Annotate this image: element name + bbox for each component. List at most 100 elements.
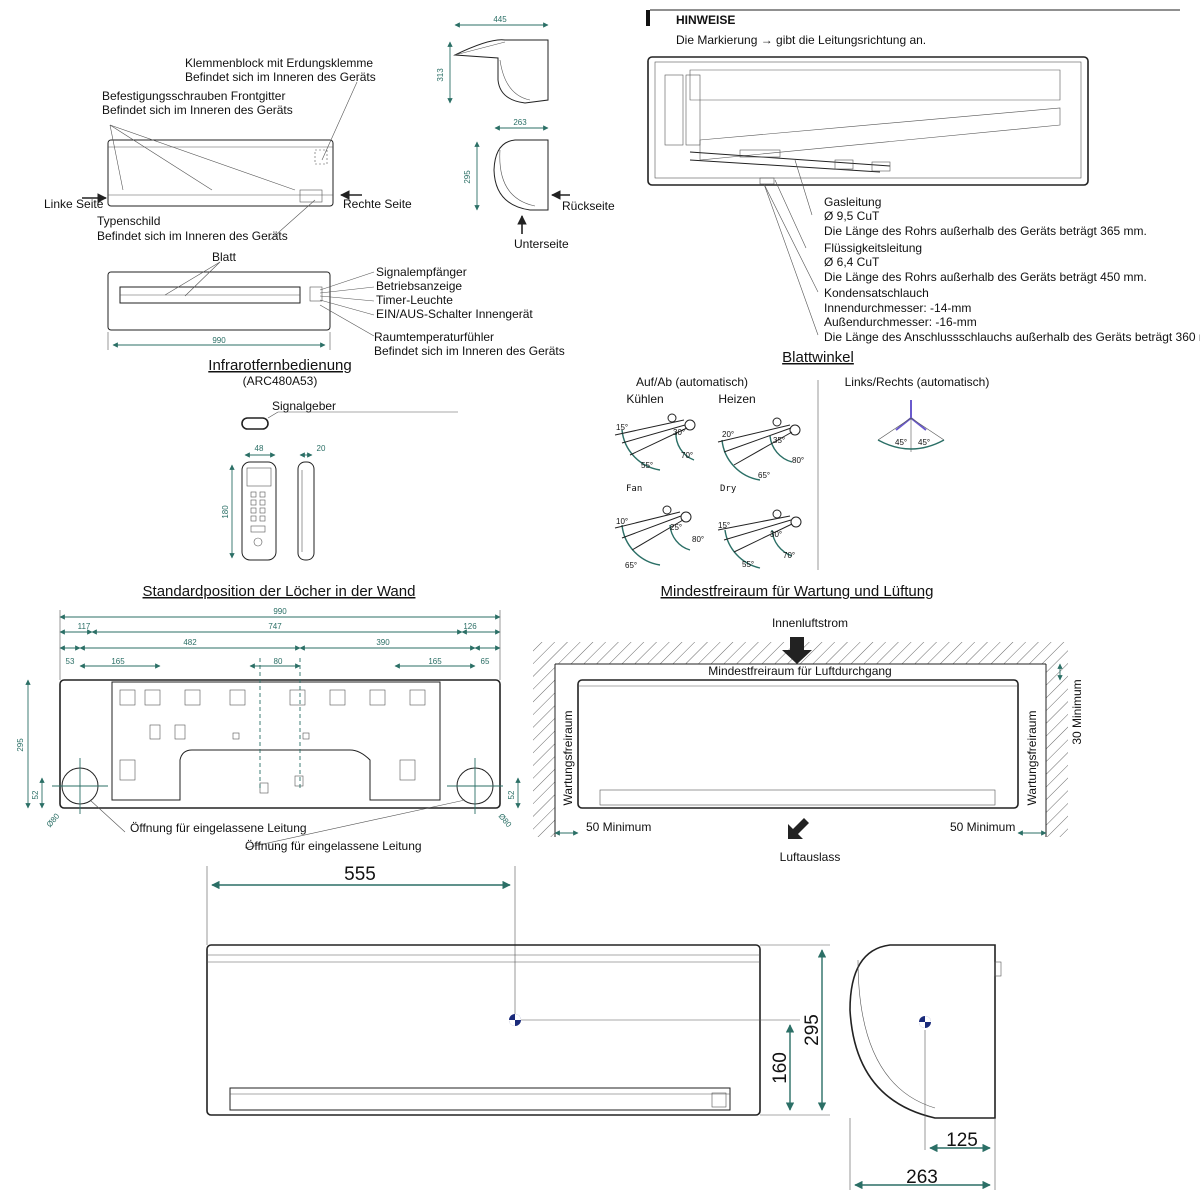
cool-angle-c: 55° — [641, 461, 653, 470]
dim-165-left: 165 — [111, 657, 125, 666]
label-blade: Blatt — [212, 250, 237, 264]
unit-side-view-bottom — [474, 125, 570, 234]
dim-747: 747 — [268, 622, 282, 631]
label-signal-transmitter: Signalgeber — [272, 399, 336, 413]
dim-445: 445 — [493, 15, 507, 24]
label-timer-lamp: Timer-Leuchte — [376, 293, 453, 307]
notes-marker-text: Die Markierung → gibt die Leitungsrichtu… — [676, 33, 926, 47]
remote-model: (ARC480A53) — [243, 374, 318, 388]
label-left-side: Linke Seite — [44, 197, 104, 211]
cool-angle-b: 30° — [673, 428, 685, 437]
bottom-front-view — [206, 866, 830, 1116]
label-pipe-opening-1: Öffnung für eingelassene Leitung — [130, 821, 307, 835]
dim-990-wall: 990 — [273, 607, 287, 616]
fan-angle-c: 65° — [625, 561, 637, 570]
blade-cool-label: Kühlen — [626, 392, 663, 406]
drain-hose-inner: Innendurchmesser: -14-mm — [824, 301, 971, 315]
dim-295-wall: 295 — [16, 738, 25, 752]
dim-48: 48 — [255, 444, 264, 453]
heat-angle-a: 20° — [722, 430, 734, 439]
label-front-grille-screws: Befestigungsschrauben Frontgitter — [102, 89, 285, 103]
dim-126: 126 — [463, 622, 477, 631]
label-rear-side: Rückseite — [562, 199, 615, 213]
dim-160: 160 — [770, 1052, 791, 1084]
dim-263-side: 263 — [513, 118, 527, 127]
unit-louver-view — [107, 261, 375, 350]
drain-hose-title: Kondensatschlauch — [824, 286, 929, 300]
label-signal-receiver: Signalempfänger — [376, 265, 467, 279]
gas-pipe-length: Die Länge des Rohrs außerhalb des Geräts… — [824, 224, 1147, 238]
dim-295-bottom: 295 — [802, 1014, 823, 1046]
dim-390: 390 — [376, 638, 390, 647]
dim-65: 65 — [481, 657, 490, 666]
gas-pipe-title: Gasleitung — [824, 195, 881, 209]
blade-fan-diagrams — [614, 400, 945, 569]
label-min-50-right: 50 Minimum — [950, 820, 1015, 834]
label-service-right: Wartungsfreiraum — [1025, 711, 1039, 806]
dim-125: 125 — [946, 1130, 978, 1151]
dim-20: 20 — [317, 444, 326, 453]
label-room-sensor-sub: Befindet sich im Inneren des Geräts — [374, 344, 565, 358]
heat-angle-c: 65° — [758, 471, 770, 480]
unit-side-view-top — [447, 22, 549, 104]
label-room-sensor: Raumtemperaturfühler — [374, 330, 494, 344]
cool-angle-d: 70° — [681, 451, 693, 460]
label-air-outlet: Luftauslass — [780, 850, 841, 864]
lr-angle-b: 45° — [918, 438, 930, 447]
label-right-side: Rechte Seite — [343, 197, 412, 211]
label-inlet-air: Innenluftstrom — [772, 616, 848, 630]
bottom-side-view — [849, 944, 1002, 1190]
dry-angle-c: 55° — [742, 560, 754, 569]
label-air-passage: Mindestfreiraum für Luftdurchgang — [708, 664, 891, 678]
dim-165-right: 165 — [428, 657, 442, 666]
label-operation-lamp: Betriebsanzeige — [376, 279, 462, 293]
fan-angle-b: 25° — [670, 523, 682, 532]
notes-heading: HINWEISE — [676, 13, 735, 27]
label-bottom-side: Unterseite — [514, 237, 569, 251]
dim-295-side: 295 — [463, 170, 472, 184]
blade-heat-label: Heizen — [718, 392, 755, 406]
cool-angle-a: 15° — [616, 423, 628, 432]
dim-53: 53 — [66, 657, 75, 666]
blade-leftright-label: Links/Rechts (automatisch) — [845, 375, 990, 389]
heat-angle-b: 35° — [773, 436, 785, 445]
dry-angle-d: 70° — [783, 551, 795, 560]
label-terminal-block: Klemmenblock mit Erdungsklemme — [185, 56, 373, 70]
clearance-title: Mindestfreiraum für Wartung und Lüftung — [661, 583, 934, 600]
blade-updown-label: Auf/Ab (automatisch) — [636, 375, 748, 389]
unit-rear-piping-view — [647, 56, 1089, 336]
label-terminal-block-sub: Befindet sich im Inneren des Geräts — [185, 70, 376, 84]
clearance-drawing — [533, 637, 1068, 839]
dim-990-top: 990 — [212, 336, 226, 345]
blade-angle-title: Blattwinkel — [782, 349, 854, 366]
label-front-grille-screws-sub: Befindet sich im Inneren des Geräts — [102, 103, 293, 117]
lr-angle-a: 45° — [895, 438, 907, 447]
blade-dry-label: Dry — [720, 484, 737, 494]
label-min-50-left: 50 Minimum — [586, 820, 651, 834]
dry-angle-a: 15° — [718, 521, 730, 530]
dim-555: 555 — [344, 864, 376, 885]
drain-hose-outer: Außendurchmesser: -16-mm — [824, 315, 977, 329]
liquid-pipe-title: Flüssigkeitsleitung — [824, 241, 922, 255]
dim-117: 117 — [78, 622, 91, 631]
dim-52-right: 52 — [507, 790, 516, 799]
dim-263-bottom: 263 — [906, 1167, 938, 1188]
fan-angle-a: 10° — [616, 517, 628, 526]
blade-fan-label: Fan — [626, 484, 642, 494]
dry-angle-b: 30° — [770, 530, 782, 539]
drain-hose-length: Die Länge des Anschlussschlauchs außerha… — [824, 330, 1200, 344]
label-nameplate: Typenschild — [97, 214, 160, 228]
label-onoff-switch: EIN/AUS-Schalter Innengerät — [376, 307, 533, 321]
dim-80: 80 — [274, 657, 283, 666]
dim-482: 482 — [183, 638, 197, 647]
dim-phi80-left: Ø80 — [45, 811, 62, 829]
fan-angle-d: 80° — [692, 535, 704, 544]
notes-marker-bar — [646, 10, 650, 26]
label-min-30: 30 Minimum — [1070, 679, 1084, 744]
dim-52-left: 52 — [31, 790, 40, 799]
remote-title: Infrarotfernbedienung — [208, 357, 351, 374]
wall-plate-drawing — [25, 610, 521, 849]
dim-180: 180 — [221, 505, 230, 519]
label-pipe-opening-2: Öffnung für eingelassene Leitung — [245, 839, 422, 853]
